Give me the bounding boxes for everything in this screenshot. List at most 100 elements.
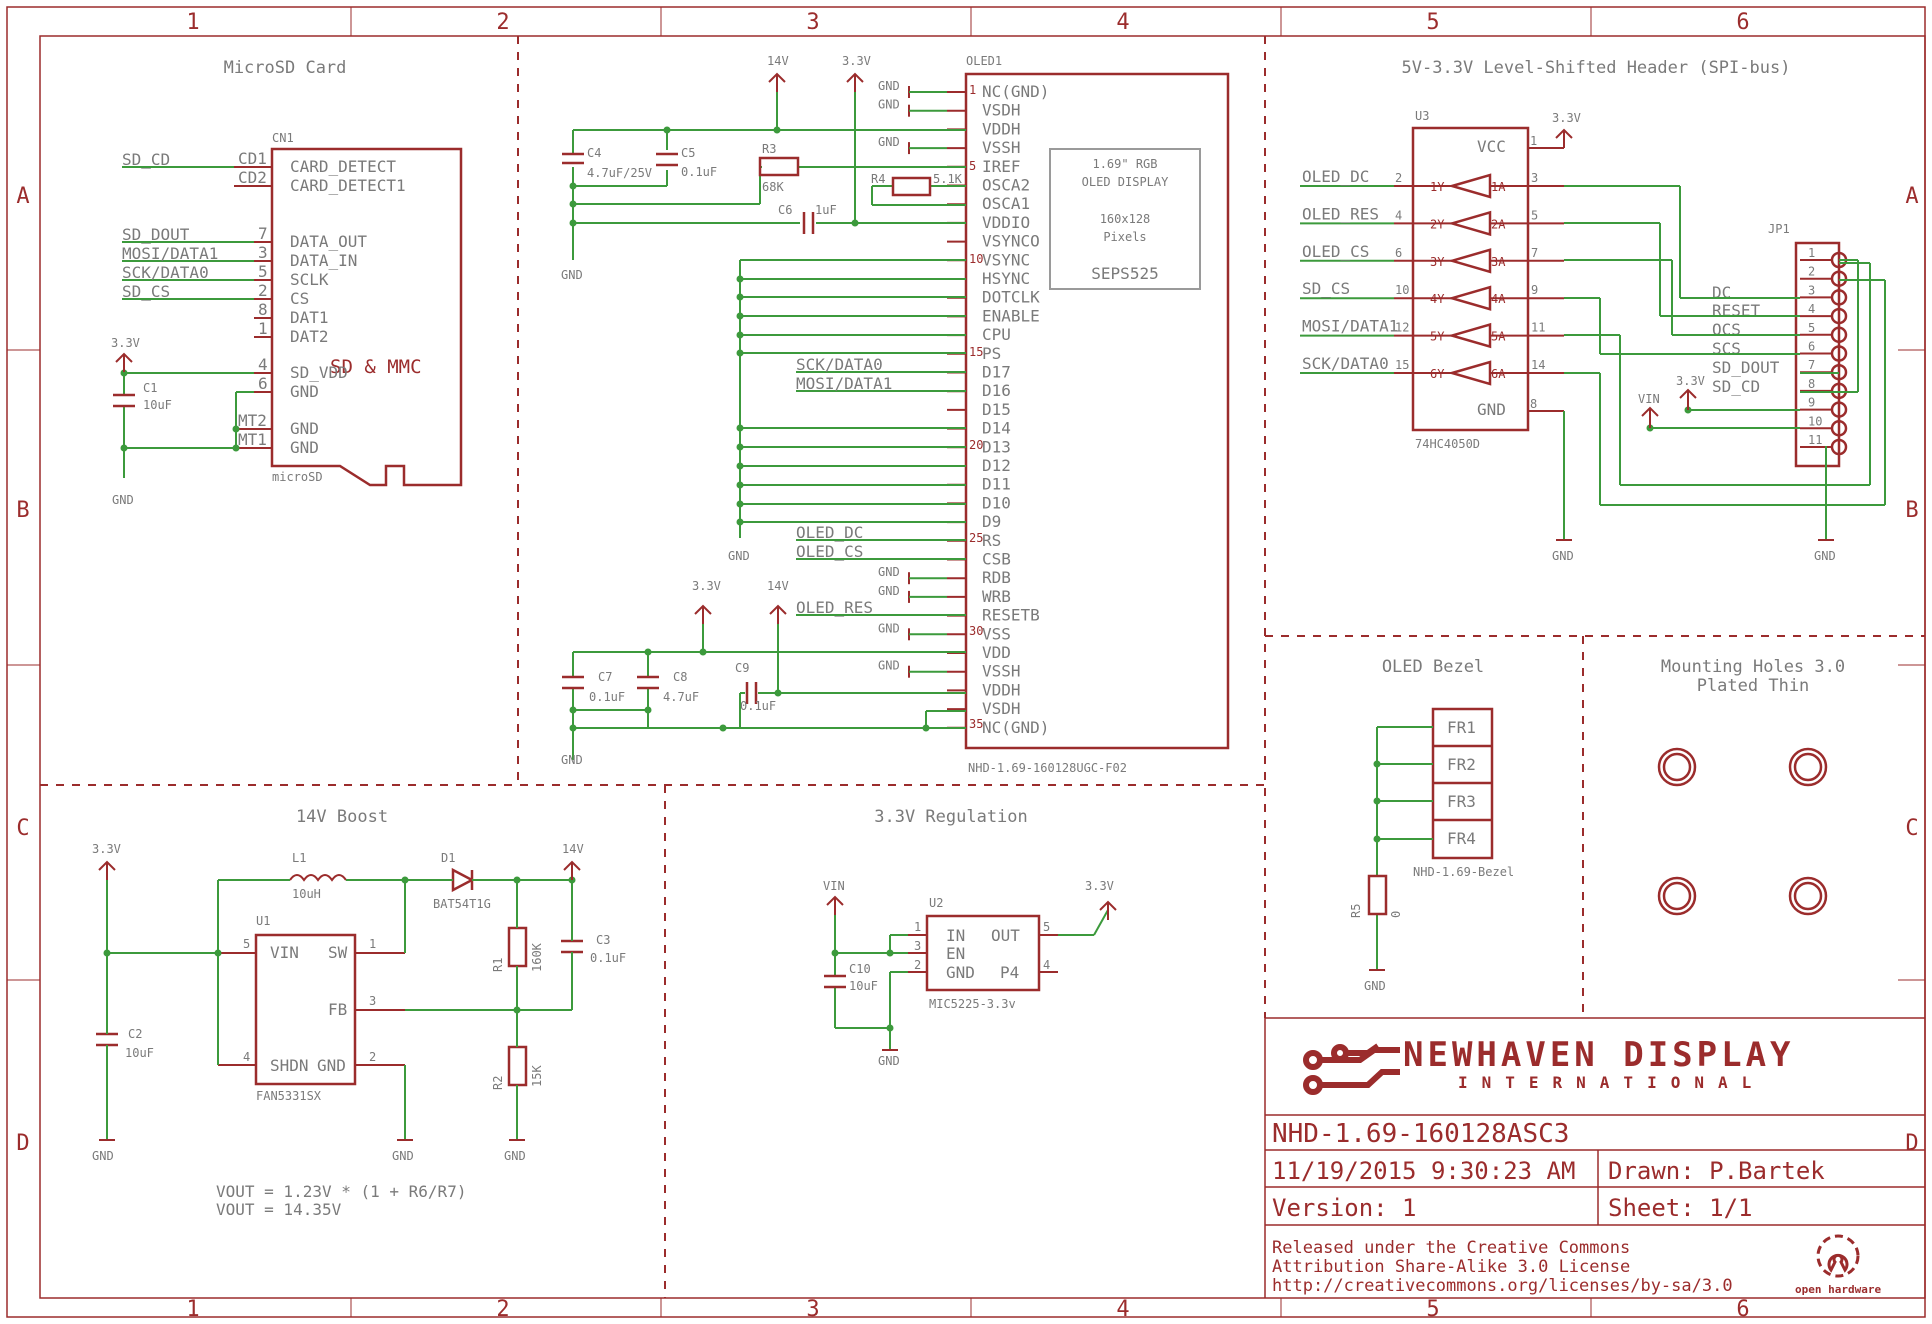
header-pin-number: 7 bbox=[1808, 358, 1815, 372]
r1-ref: R1 bbox=[491, 958, 505, 972]
formula: VOUT = 14.35V bbox=[216, 1200, 342, 1219]
oled-pin-name: RESETB bbox=[982, 606, 1040, 625]
pin-name: SHDN bbox=[270, 1056, 309, 1075]
u1-part: FAN5331SX bbox=[256, 1089, 322, 1103]
oled-part: NHD-1.69-160128UGC-F02 bbox=[968, 761, 1127, 775]
pin-number: 7 bbox=[258, 224, 268, 243]
oled-pin-name: RDB bbox=[982, 568, 1011, 587]
gnd-label: GND bbox=[878, 584, 900, 598]
oled-pin-name: D15 bbox=[982, 400, 1011, 419]
bezel-frame: FR3 bbox=[1447, 792, 1476, 811]
oled-pin-name: D14 bbox=[982, 419, 1011, 438]
pin-name: GND bbox=[290, 438, 319, 457]
part-value: 0.1uF bbox=[681, 165, 717, 179]
buffer-a: 2A bbox=[1491, 217, 1506, 231]
row-label: A bbox=[16, 184, 29, 209]
l1-value: 10uH bbox=[292, 887, 321, 901]
license-url: http://creativecommons.org/licenses/by-s… bbox=[1272, 1276, 1733, 1296]
company-subtitle: INTERNATIONAL bbox=[1458, 1073, 1765, 1092]
part-value: 0.1uF bbox=[740, 699, 776, 713]
net-label: SCK/DATA0 bbox=[122, 263, 209, 282]
supply-label: 14V bbox=[767, 54, 789, 68]
gnd-label: GND bbox=[561, 268, 583, 282]
buffer-gate bbox=[1447, 248, 1492, 274]
sheet-frame bbox=[6, 6, 1926, 1318]
buffer-a: 6A bbox=[1491, 367, 1506, 381]
pin-name: OUT bbox=[991, 926, 1020, 945]
pin-number: CD1 bbox=[238, 149, 267, 168]
part-value: 1uF bbox=[815, 203, 837, 217]
buffer-a: 4A bbox=[1491, 292, 1506, 306]
header-pin-number: 11 bbox=[1808, 433, 1822, 447]
mounting-holes bbox=[1657, 747, 1828, 916]
part-ref: C8 bbox=[673, 670, 687, 684]
buffer-a: 1A bbox=[1491, 180, 1506, 194]
oled-pin-name: WRB bbox=[982, 587, 1011, 606]
oled-pin-name: VDDH bbox=[982, 680, 1021, 699]
oled-pin-name: D10 bbox=[982, 493, 1011, 512]
supply-label: 3.3V bbox=[1552, 111, 1581, 125]
mounting-hole bbox=[1788, 876, 1828, 916]
pin-number: 20 bbox=[969, 438, 983, 452]
buffer-a: 5A bbox=[1491, 330, 1506, 344]
row-label: A bbox=[1905, 184, 1918, 209]
oled-pin-name: VDDIO bbox=[982, 213, 1030, 232]
microsd-block: CN1 microSD SD & MMC CARD_DETECT CARD_DE… bbox=[111, 131, 463, 507]
net-label: SCK/DATA0 bbox=[1302, 354, 1389, 373]
gnd-label: GND bbox=[878, 79, 900, 93]
pin-number: 2 bbox=[258, 281, 268, 300]
pin-name: DATA_IN bbox=[290, 251, 357, 270]
jp-net: SD_CD bbox=[1712, 377, 1760, 396]
pin-number: 1 bbox=[258, 319, 268, 338]
net-label: SD_CD bbox=[122, 150, 170, 169]
buffer-y: 3Y bbox=[1430, 255, 1445, 269]
pin-number: MT2 bbox=[238, 411, 267, 430]
header-pin-number: 8 bbox=[1808, 377, 1815, 391]
r5-value: 0 bbox=[1389, 911, 1403, 918]
pin-number: 10 bbox=[1395, 283, 1409, 297]
col-label: 4 bbox=[1116, 10, 1129, 35]
part-ref: C6 bbox=[778, 203, 792, 217]
section-title-microsd: MicroSD Card bbox=[224, 58, 347, 78]
supply-label: VIN bbox=[823, 879, 845, 893]
gnd-label: GND bbox=[878, 1054, 900, 1068]
buffer-gate bbox=[1447, 173, 1492, 199]
oled-pin-name: IREF bbox=[982, 157, 1021, 176]
pin-number: 30 bbox=[969, 624, 983, 638]
col-label: 2 bbox=[496, 1297, 509, 1322]
pin-name: SW bbox=[328, 943, 348, 962]
section-titles: MicroSD Card 5V-3.3V Level-Shifted Heade… bbox=[224, 58, 1846, 827]
buffer-y: 2Y bbox=[1430, 217, 1445, 231]
oled-ref: OLED1 bbox=[966, 54, 1002, 68]
pin-name: EN bbox=[946, 944, 965, 963]
gnd-label: GND bbox=[1814, 549, 1836, 563]
col-label: 5 bbox=[1426, 10, 1439, 35]
pin-number: 2 bbox=[369, 1050, 376, 1064]
pin-number: 25 bbox=[969, 531, 983, 545]
pin-number: 12 bbox=[1395, 321, 1409, 335]
pin-name: FB bbox=[328, 1000, 347, 1019]
net-label: MOSI/DATA1 bbox=[796, 374, 892, 393]
pin-number: 15 bbox=[969, 345, 983, 359]
part-ref: R4 bbox=[871, 172, 885, 186]
pin-number: 11 bbox=[1531, 321, 1545, 335]
pin-name: GND bbox=[290, 419, 319, 438]
pin-name: P4 bbox=[1000, 963, 1019, 982]
oled-pin-name: VDD bbox=[982, 643, 1011, 662]
oled-pin-name: HSYNC bbox=[982, 269, 1030, 288]
net-label: SD_DOUT bbox=[122, 225, 190, 244]
gnd-label: GND bbox=[878, 659, 900, 673]
header-pin-number: 1 bbox=[1808, 246, 1815, 260]
regulation-block: U2 MIC5225-3.3v IN EN GND OUT P4 1 3 2 5… bbox=[823, 879, 1117, 1068]
r2-ref: R2 bbox=[491, 1076, 505, 1090]
oled-pin-name: RS bbox=[982, 531, 1001, 550]
oled-pin-name: VDDH bbox=[982, 119, 1021, 138]
pin-number: 4 bbox=[243, 1050, 250, 1064]
header-pin-number: 9 bbox=[1808, 396, 1815, 410]
pin-number: 2 bbox=[914, 958, 921, 972]
pin-name: CARD_DETECT1 bbox=[290, 176, 406, 195]
oled-pin-name: OSCA1 bbox=[982, 194, 1030, 213]
pin-name: DATA_OUT bbox=[290, 232, 367, 251]
oled-pin-name: D17 bbox=[982, 363, 1011, 382]
